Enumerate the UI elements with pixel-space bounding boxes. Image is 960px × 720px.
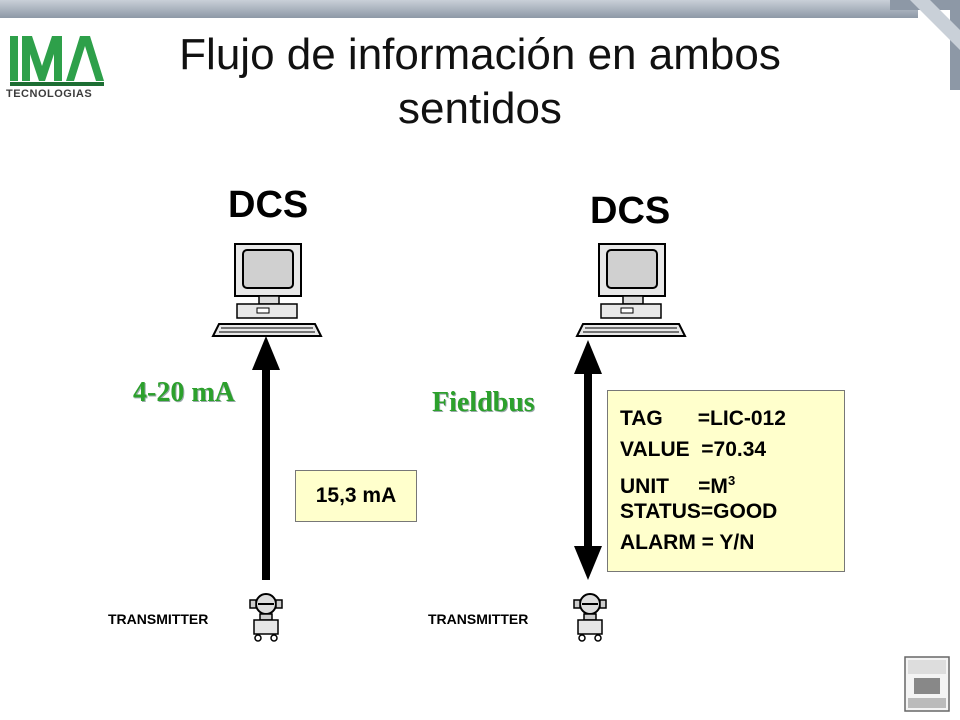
signal-label-fieldbus: Fieldbus bbox=[432, 387, 535, 418]
iso-certification-badge bbox=[904, 656, 950, 712]
info-alarm: ALARM = Y/N bbox=[620, 531, 755, 554]
page-title: Flujo de información en ambos sentidos bbox=[179, 30, 781, 133]
info-unit-text: UNIT =M bbox=[620, 475, 728, 498]
company-logo bbox=[10, 36, 104, 86]
computer-icon-left bbox=[211, 243, 323, 337]
info-tag: TAG =LIC-012 bbox=[620, 407, 786, 430]
value-box-15-3-ma: 15,3 mA bbox=[295, 470, 417, 522]
dcs-label-right: DCS bbox=[590, 190, 671, 232]
logo-text: TECNOLOGIAS bbox=[6, 88, 93, 100]
dcs-label-left: DCS bbox=[228, 184, 309, 226]
computer-icon-right bbox=[575, 243, 687, 337]
corner-decoration bbox=[890, 0, 960, 90]
arrow-up-left bbox=[252, 336, 280, 580]
top-bar bbox=[0, 0, 918, 18]
arrow-bidirectional-right bbox=[574, 340, 602, 580]
fieldbus-info-box: TAG =LIC-012 VALUE =70.34 UNIT =M3 STATU… bbox=[607, 390, 845, 572]
transmitter-icon-left bbox=[249, 593, 283, 642]
info-status: STATUS=GOOD bbox=[620, 500, 778, 523]
info-value: VALUE =70.34 bbox=[620, 438, 767, 461]
signal-label-4-20ma: 4-20 mA bbox=[133, 377, 235, 408]
transmitter-label-right: TRANSMITTER bbox=[428, 611, 529, 627]
transmitter-label-left: TRANSMITTER bbox=[108, 611, 209, 627]
info-unit-exponent: 3 bbox=[727, 473, 736, 488]
transmitter-icon-right bbox=[573, 593, 607, 642]
info-unit: UNIT =M3 bbox=[620, 465, 844, 498]
